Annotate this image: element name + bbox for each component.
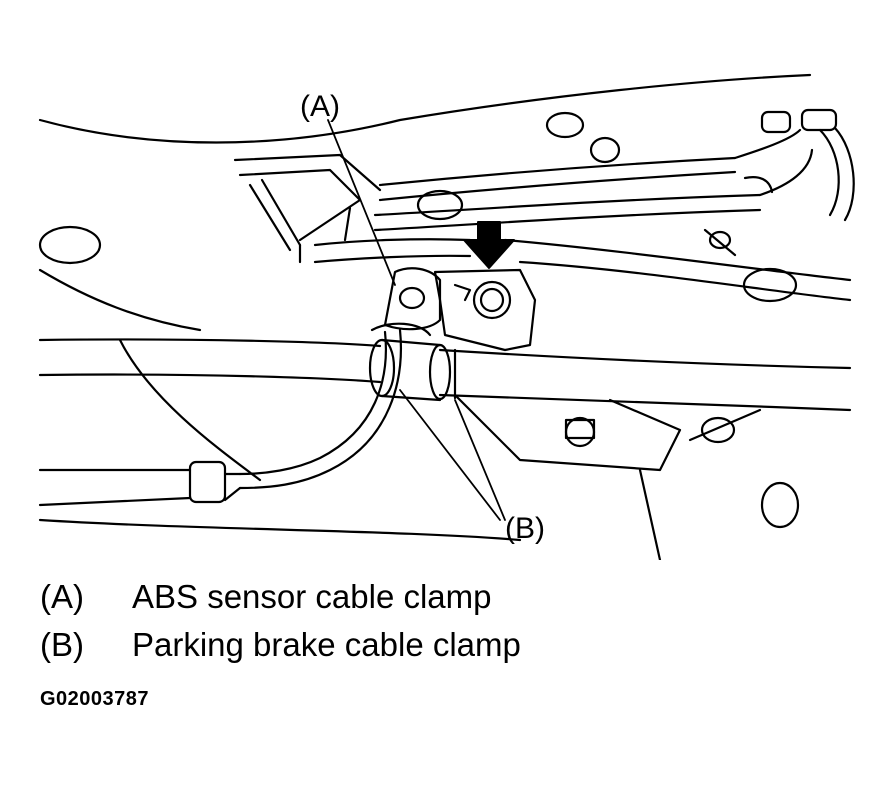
callout-label-b: (B)	[505, 512, 545, 545]
leader-lines	[327, 119, 506, 521]
callout-label-a: (A)	[300, 90, 340, 123]
legend-key: (B)	[40, 626, 84, 663]
clamp-bracket	[433, 268, 537, 352]
legend-key: (A)	[40, 578, 84, 615]
leader-line-a	[327, 119, 396, 286]
abs-sensor-cable	[38, 328, 402, 507]
leader-line-b1	[399, 389, 501, 521]
down-arrow-icon	[463, 221, 515, 269]
brake-line-tubes	[298, 108, 855, 264]
leader-line-b2	[454, 399, 506, 521]
legend-item-b: (B) Parking brake cable clamp	[40, 628, 521, 661]
legend-text: ABS sensor cable clamp	[132, 578, 492, 615]
abs-cable-clamp	[370, 267, 442, 337]
parking-brake-cable	[38, 238, 852, 412]
figure-id: G02003787	[40, 688, 150, 710]
legend-text: Parking brake cable clamp	[132, 626, 521, 663]
brake-cable-illustration: (A) (B)	[38, 73, 855, 560]
parking-brake-clamp	[368, 338, 457, 402]
lower-knuckle	[38, 393, 762, 560]
legend-item-a: (A) ABS sensor cable clamp	[40, 580, 492, 613]
body-panel	[38, 73, 812, 529]
